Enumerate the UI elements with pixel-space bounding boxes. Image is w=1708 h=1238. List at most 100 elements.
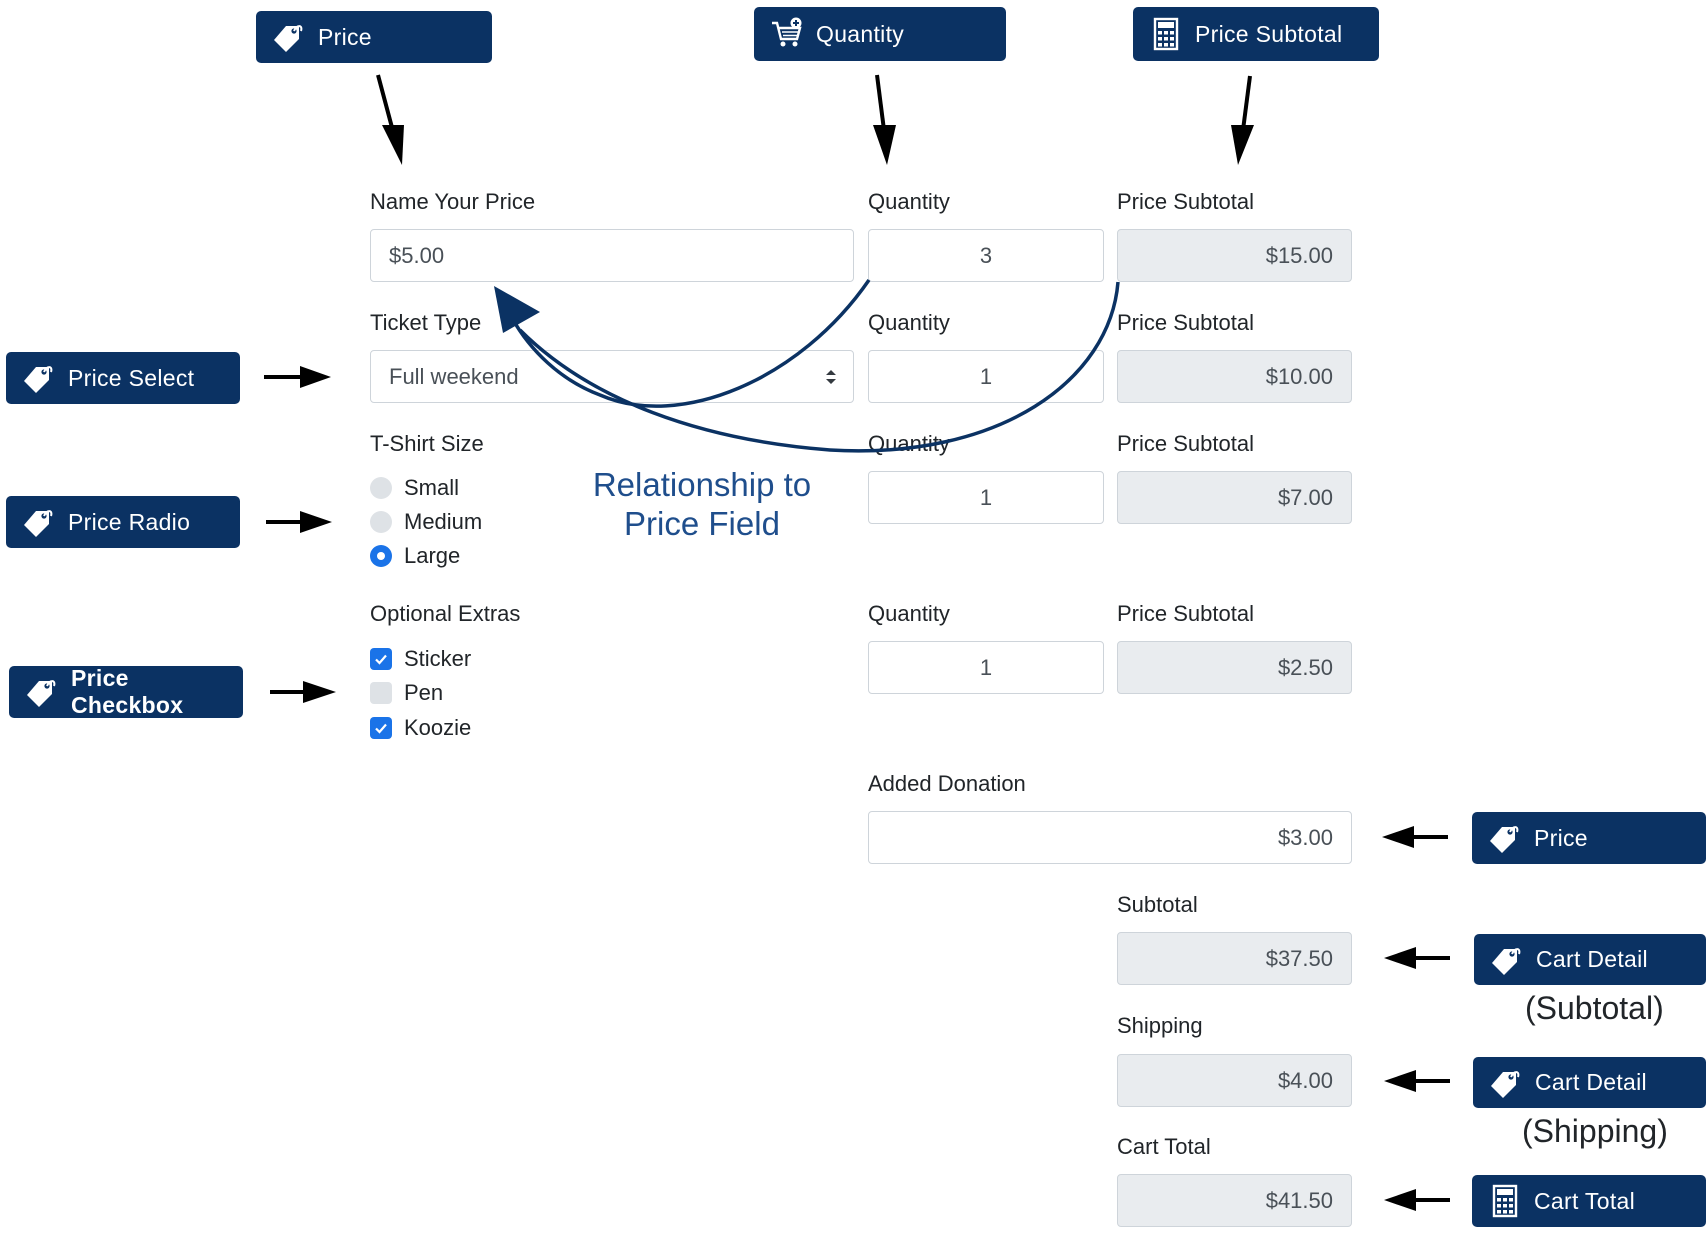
quantity-badge-top: Quantity	[754, 7, 1006, 61]
cart-total-label: Cart Total	[1117, 1134, 1211, 1159]
price-subtotal-field: $15.00	[1117, 229, 1352, 282]
cart-total-field: $41.50	[1117, 1174, 1352, 1227]
radio-button-selected[interactable]	[370, 545, 392, 567]
arrow-right-radio	[266, 511, 332, 533]
price-subtotal-field: $7.00	[1117, 471, 1352, 524]
chevron-up-down-icon	[826, 370, 836, 384]
radio-option-large[interactable]: Large	[370, 543, 460, 569]
checkbox-checked[interactable]	[370, 717, 392, 739]
tshirt-size-label: T-Shirt Size	[370, 431, 484, 456]
radio-option-medium[interactable]: Medium	[370, 509, 482, 535]
quantity-input[interactable]: 3	[868, 229, 1104, 282]
calculator-icon	[1488, 1184, 1522, 1218]
badge-label: Cart Total	[1534, 1187, 1636, 1214]
arrow-left-subtotal	[1384, 947, 1450, 969]
checkbox-label: Pen	[404, 680, 444, 705]
radio-label: Small	[404, 475, 460, 500]
subtotal-field: $37.50	[1117, 932, 1352, 985]
check-icon	[375, 654, 387, 665]
relationship-annotation: Relationship to Price Field	[572, 465, 832, 543]
input-value: 1	[979, 654, 993, 680]
field-value: $15.00	[1265, 242, 1333, 268]
annotation-line: Relationship to	[592, 466, 812, 503]
field-value: $7.00	[1277, 484, 1333, 510]
price-subtotal-label: Price Subtotal	[1117, 601, 1254, 626]
radio-option-small[interactable]: Small	[370, 475, 459, 501]
quantity-input[interactable]: 1	[868, 471, 1104, 524]
checkbox-label: Sticker	[404, 646, 472, 671]
price-badge-right: Price	[1472, 812, 1706, 864]
price-tag-icon	[272, 20, 306, 54]
radio-label: Large	[404, 543, 461, 568]
badge-label: Price Select	[68, 364, 195, 391]
optional-extras-label: Optional Extras	[370, 601, 521, 626]
checkbox[interactable]	[370, 682, 392, 704]
cart-detail-shipping-badge: Cart Detail	[1473, 1057, 1706, 1108]
arrow-down-price	[376, 74, 404, 165]
price-tag-icon	[1490, 943, 1524, 977]
cart-detail-shipping-note: (Shipping)	[1522, 1113, 1668, 1149]
arrow-down-quantity	[873, 74, 896, 165]
checkbox-option-koozie[interactable]: Koozie	[370, 715, 471, 741]
price-subtotal-label: Price Subtotal	[1117, 189, 1254, 214]
checkbox-checked[interactable]	[370, 648, 392, 670]
badge-label: Cart Detail	[1535, 1069, 1647, 1095]
radio-label: Medium	[404, 509, 483, 534]
added-donation-input[interactable]: $3.00	[868, 811, 1352, 864]
badge-label: Cart Detail	[1536, 946, 1648, 972]
price-tag-icon	[1488, 821, 1522, 855]
checkbox-label: Koozie	[404, 715, 472, 740]
input-value: $3.00	[1277, 824, 1333, 850]
field-value: $4.00	[1277, 1067, 1333, 1093]
cart-plus-icon	[770, 17, 804, 51]
price-checkbox-badge: Price Checkbox	[9, 665, 243, 718]
badge-label: Price	[318, 23, 372, 50]
ticket-type-select[interactable]: Full weekend	[370, 350, 854, 403]
ticket-type-label: Ticket Type	[370, 310, 482, 335]
badge-label: Price Radio	[68, 508, 191, 535]
arrowhead	[494, 286, 540, 333]
quantity-input[interactable]: 1	[868, 350, 1104, 403]
price-badge-top: Price	[256, 11, 492, 63]
quantity-label: Quantity	[868, 601, 950, 626]
badge-label: Quantity	[816, 20, 905, 47]
cart-detail-subtotal-badge: Cart Detail	[1474, 934, 1706, 985]
added-donation-label: Added Donation	[868, 771, 1026, 796]
quantity-label: Quantity	[868, 431, 950, 456]
input-value: $5.00	[389, 242, 445, 268]
check-icon	[375, 723, 387, 734]
field-value: $2.50	[1277, 654, 1333, 680]
subtotal-label: Subtotal	[1117, 892, 1198, 917]
calculator-icon	[1149, 17, 1183, 51]
checkbox-option-sticker[interactable]: Sticker	[370, 646, 471, 672]
arrow-left-price	[1382, 826, 1448, 848]
radio-button[interactable]	[370, 477, 392, 499]
field-value: $10.00	[1265, 363, 1333, 389]
price-subtotal-field: $10.00	[1117, 350, 1352, 403]
quantity-label: Quantity	[868, 310, 950, 335]
price-tag-icon	[1489, 1066, 1523, 1100]
checkbox-option-pen[interactable]: Pen	[370, 680, 443, 706]
radio-button[interactable]	[370, 511, 392, 533]
price-subtotal-badge-top: Price Subtotal	[1133, 7, 1379, 61]
name-your-price-input[interactable]: $5.00	[370, 229, 854, 282]
field-value: $37.50	[1265, 945, 1333, 971]
shipping-field: $4.00	[1117, 1054, 1352, 1107]
arrow-right-select	[264, 366, 331, 388]
price-subtotal-field: $2.50	[1117, 641, 1352, 694]
badge-label: Price Checkbox	[71, 665, 184, 718]
select-value: Full weekend	[389, 363, 519, 389]
badge-label: Price Subtotal	[1195, 20, 1343, 47]
arrow-left-shipping	[1384, 1070, 1450, 1092]
cart-total-badge: Cart Total	[1472, 1175, 1706, 1227]
arrow-left-cart-total	[1384, 1189, 1450, 1211]
input-value: 1	[979, 363, 993, 389]
price-tag-icon	[22, 361, 56, 395]
name-your-price-label: Name Your Price	[370, 189, 536, 214]
arrow-right-checkbox	[270, 681, 336, 703]
quantity-input[interactable]: 1	[868, 641, 1104, 694]
shipping-label: Shipping	[1117, 1013, 1203, 1038]
arrow-down-price-subtotal	[1231, 75, 1254, 165]
price-subtotal-label: Price Subtotal	[1117, 431, 1254, 456]
